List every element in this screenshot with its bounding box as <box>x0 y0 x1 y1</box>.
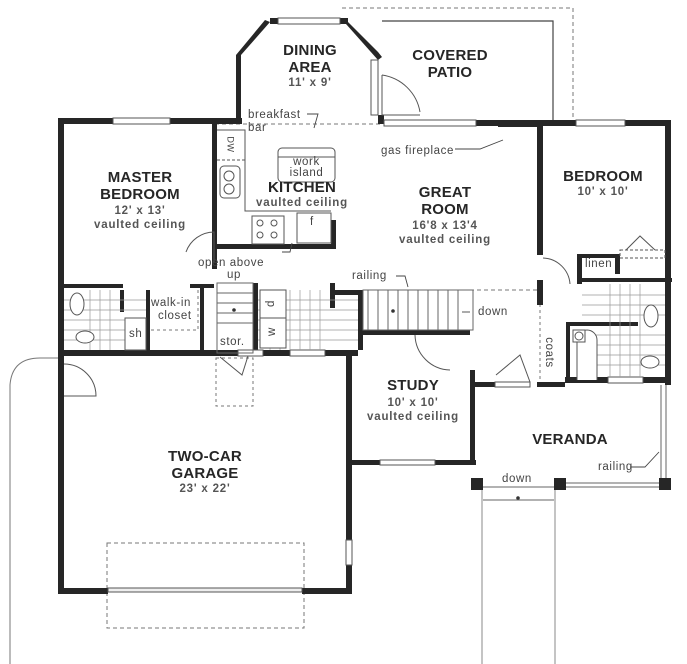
note-open-above: open above <box>198 257 265 269</box>
room-great-room: GREAT ROOM 16'8 x 13'4 vaulted ceiling <box>385 184 505 247</box>
note-railing: railing <box>352 270 387 282</box>
room-ceiling: vaulted ceiling <box>256 197 348 209</box>
room-name: COVERED <box>412 47 488 64</box>
note-walk-in: walk-in <box>151 297 191 309</box>
note-dryer: d <box>265 300 277 307</box>
note-breakfast: breakfast <box>248 109 301 121</box>
room-name: KITCHEN <box>267 179 337 196</box>
room-size: 16'8 x 13'4 <box>412 220 478 232</box>
room-ceiling: vaulted ceiling <box>399 234 491 246</box>
note-down-veranda: down <box>502 473 532 485</box>
note-coats: coats <box>542 337 555 368</box>
note-gas-fireplace: gas fireplace <box>381 145 455 157</box>
note-shower: sh <box>129 328 143 340</box>
room-size: 11' x 9' <box>288 77 332 89</box>
room-size: 23' x 22' <box>179 483 231 495</box>
room-veranda: VERANDA <box>520 431 620 448</box>
note-storage: stor. <box>220 336 245 348</box>
note-linen: linen <box>585 258 613 270</box>
room-name: GREAT <box>418 184 472 201</box>
room-name: GARAGE <box>171 465 239 482</box>
room-ceiling: vaulted ceiling <box>94 219 186 231</box>
room-name: ROOM <box>421 201 469 218</box>
room-covered-patio: COVERED PATIO <box>405 47 495 81</box>
note-down: down <box>478 306 508 318</box>
room-name: STUDY <box>387 377 439 394</box>
room-name: AREA <box>288 59 332 76</box>
room-master-bedroom: MASTER BEDROOM 12' x 13' vaulted ceiling <box>85 169 195 232</box>
note-work: work <box>293 156 320 168</box>
note-up: up <box>227 269 241 281</box>
room-size: 12' x 13' <box>114 205 166 217</box>
room-name: DINING <box>283 42 337 59</box>
room-name: MASTER <box>107 169 173 186</box>
note-fridge: f <box>310 216 314 228</box>
room-ceiling: vaulted ceiling <box>367 411 459 423</box>
room-size: 10' x 10' <box>387 397 439 409</box>
room-kitchen: KITCHEN vaulted ceiling <box>247 179 357 210</box>
room-study: STUDY 10' x 10' vaulted ceiling <box>358 377 468 424</box>
note-island: island <box>289 167 324 179</box>
note-dishwasher: DW <box>225 136 236 153</box>
note-railing-veranda: railing <box>598 461 633 473</box>
room-name: BEDROOM <box>563 168 643 185</box>
room-name: BEDROOM <box>100 186 180 203</box>
note-bar: bar <box>248 122 267 134</box>
room-two-car-garage: TWO-CAR GARAGE 23' x 22' <box>150 448 260 496</box>
room-name: VERANDA <box>532 431 608 448</box>
note-closet: closet <box>158 310 192 322</box>
room-size: 10' x 10' <box>577 186 629 198</box>
room-bedroom: BEDROOM 10' x 10' <box>553 168 653 199</box>
room-name: TWO-CAR <box>168 448 242 465</box>
room-name: PATIO <box>427 64 473 81</box>
note-washer: w <box>265 327 278 336</box>
room-dining-area: DINING AREA 11' x 9' <box>270 42 350 90</box>
